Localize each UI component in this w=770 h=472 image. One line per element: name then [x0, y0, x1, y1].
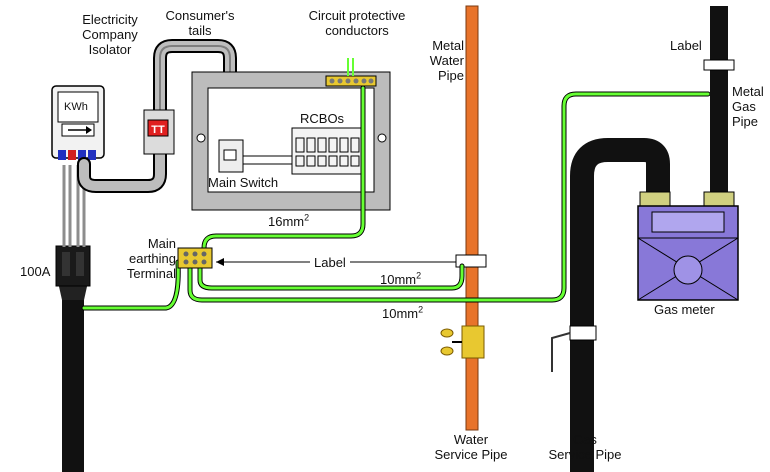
service-head-fuse — [55, 245, 91, 287]
cable-10-water-label: 10mm2 — [380, 270, 422, 287]
gas-valve — [551, 325, 597, 372]
electricity-meter — [51, 85, 105, 160]
fuse-rating-label: 100A — [20, 264, 51, 279]
main-switch-label: Main Switch — [208, 175, 279, 190]
earthing-conductors — [81, 85, 711, 311]
rcbo-bank — [291, 127, 363, 175]
gas-pipe-label-tag: Label — [670, 38, 702, 53]
svg-text:TT: TT — [151, 124, 165, 136]
gas-service-pipe — [570, 138, 670, 472]
cable-16-label: 16mm2 — [268, 212, 310, 229]
meter-unit-label: KWh — [64, 101, 88, 113]
consumer-unit — [191, 71, 391, 211]
metal-gas-pipe — [703, 6, 735, 206]
cpc-leads — [347, 58, 354, 76]
gas-meter-label: Gas meter — [654, 302, 715, 317]
supply-cable — [58, 282, 88, 472]
gas-meter — [637, 191, 739, 301]
main-earthing-terminal — [177, 247, 213, 269]
electricity-isolator: TT — [143, 109, 175, 155]
cable-10-gas-label: 10mm2 — [382, 304, 424, 321]
rcbos-label: RCBOs — [300, 111, 345, 126]
consumer-tails-cable — [77, 39, 237, 193]
water-service-pipe — [440, 5, 487, 431]
label-arrow-text: Label — [310, 255, 350, 270]
